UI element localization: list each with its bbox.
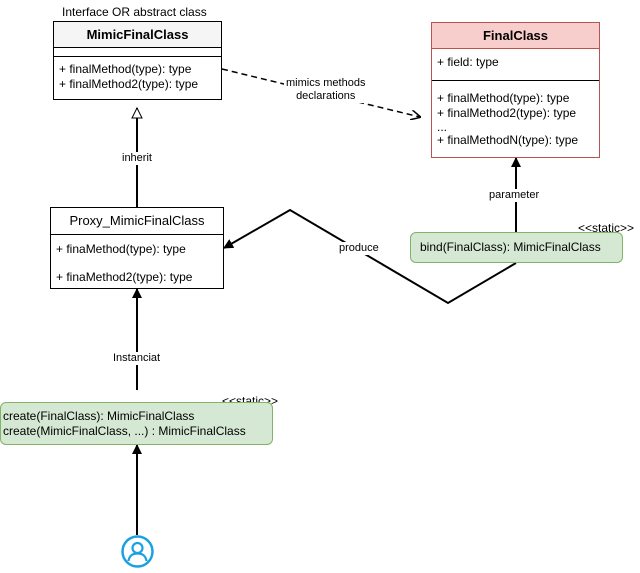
create-line: create(FinalClass): MimicFinalClass <box>3 409 195 423</box>
proxy-method: + finaMethod(type): type <box>56 242 186 256</box>
inherit-label: inherit <box>121 152 153 165</box>
mimic-attr-section <box>54 48 221 57</box>
produce-edge <box>223 208 517 305</box>
final-method-ellipsis: ... <box>437 120 448 134</box>
proxy-method: + finaMethod2(type): type <box>56 270 193 284</box>
bind-label: bind(FinalClass): MimicFinalClass <box>420 240 601 254</box>
final-method: + finalMethodN(type): type <box>437 133 579 147</box>
final-methods: + finalMethod(type): type + finalMethod2… <box>432 81 599 148</box>
mimics-label: mimics methods declarations <box>284 77 368 103</box>
instanciat-label: Instanciat <box>112 352 162 365</box>
mimic-methods: + finalMethod(type): type + finalMethod2… <box>54 57 221 92</box>
final-fields: + field: type <box>432 49 599 81</box>
create-method-box[interactable]: create(FinalClass): MimicFinalClass crea… <box>0 402 273 445</box>
parameter-label: parameter <box>488 189 541 202</box>
create-line: create(MimicFinalClass, ...) : MimicFina… <box>3 424 246 438</box>
mimic-method: + finalMethod2(type): type <box>59 77 199 91</box>
mimic-method: + finalMethod(type): type <box>59 62 192 76</box>
final-class-box[interactable]: FinalClass + field: type + finalMethod(t… <box>431 22 600 158</box>
bind-stereotype: <<static>> <box>578 221 635 235</box>
final-method: + finalMethod(type): type <box>437 91 570 105</box>
proxy-title: Proxy_MimicFinalClass <box>51 208 223 235</box>
final-title: FinalClass <box>432 23 599 49</box>
diagram-caption: Interface OR abstract class <box>62 5 207 19</box>
proxy-methods: + finaMethod(type): type + finaMethod2(t… <box>51 235 223 285</box>
final-field: + field: type <box>437 55 499 69</box>
mimics-label-line: mimics methods <box>286 77 366 89</box>
produce-label: produce <box>338 242 380 255</box>
user-icon[interactable] <box>121 535 154 568</box>
bind-method-box[interactable]: bind(FinalClass): MimicFinalClass <box>410 232 623 263</box>
final-method: + finalMethod2(type): type <box>437 106 577 120</box>
mimic-title: MimicFinalClass <box>54 22 221 48</box>
mimic-final-class-box[interactable]: MimicFinalClass + finalMethod(type): typ… <box>53 21 222 100</box>
proxy-class-box[interactable]: Proxy_MimicFinalClass + finaMethod(type)… <box>50 207 224 289</box>
mimics-label-line: declarations <box>296 90 356 102</box>
